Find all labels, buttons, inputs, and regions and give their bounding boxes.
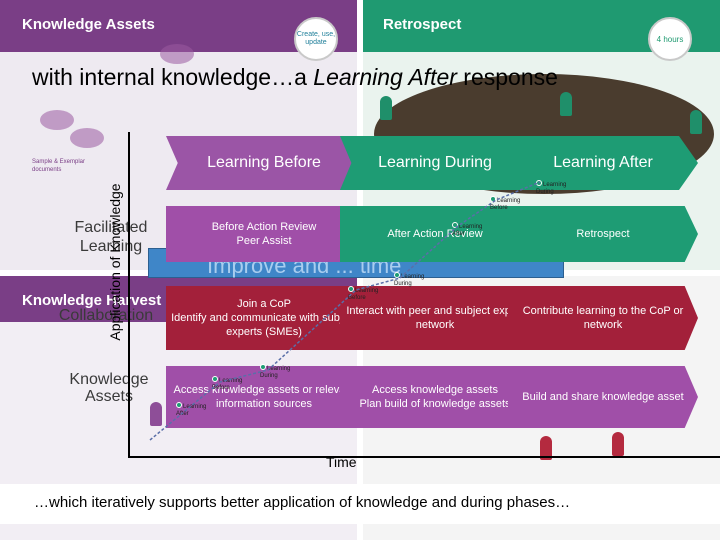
y-axis	[128, 132, 130, 458]
y-axis-label: Application of Knowledge	[107, 167, 123, 357]
x-axis	[128, 456, 720, 458]
slide-caption: …which iteratively supports better appli…	[0, 484, 720, 524]
x-axis-label: Time	[326, 454, 357, 470]
